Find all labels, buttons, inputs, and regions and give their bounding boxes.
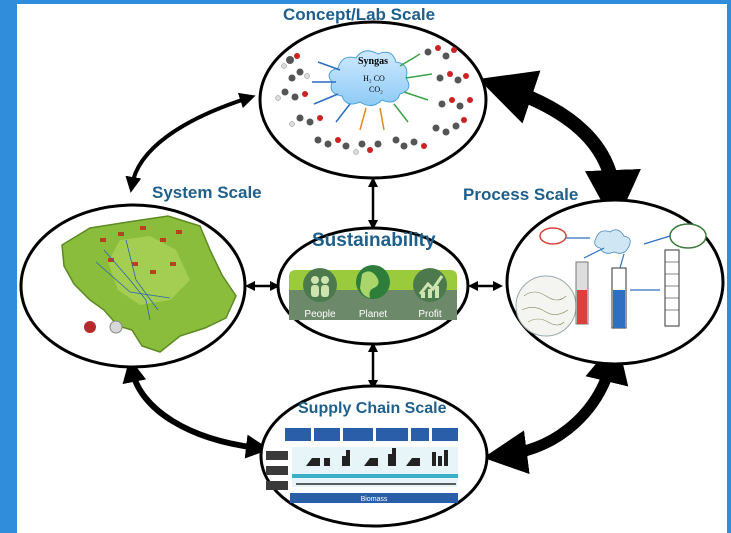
biomass-circle [515, 275, 577, 337]
map-pin-left [84, 321, 96, 333]
pillar-profit: Profit [418, 309, 442, 320]
distillation-column [664, 249, 680, 327]
map-markers [100, 226, 182, 274]
process-scale-label: Process Scale [463, 185, 579, 204]
map-routes [95, 239, 171, 321]
process-node [505, 198, 725, 366]
system-scale-label: System Scale [152, 183, 262, 202]
sustainability-label: Sustainability [312, 230, 436, 251]
people-icon [303, 268, 337, 302]
syngas-formula-1: H₂ CO [363, 74, 385, 83]
process-flow [566, 235, 671, 291]
pillar-people: People [304, 309, 336, 320]
supply-chain-scale-label: Supply Chain Scale [298, 400, 447, 417]
supply-bottom-bar [290, 493, 458, 503]
supply-pipeline-band [292, 447, 458, 487]
map-pin-right [109, 320, 123, 334]
product-tag [669, 223, 707, 249]
top-frame-bar [0, 0, 731, 4]
supply-bottom-label: Biomass [361, 496, 388, 503]
supply-side-tabs [266, 451, 288, 490]
biomass-tag [539, 227, 567, 245]
syngas-cloud [328, 50, 410, 106]
syngas-label: Syngas [358, 56, 388, 67]
sustainability-node: People Planet Profit [276, 226, 470, 346]
reaction-arrows [312, 53, 433, 131]
supply-node: Biomass [259, 384, 489, 528]
concept-node: Syngas H₂ CO CO₂ [258, 20, 488, 180]
molecule-cluster [275, 45, 473, 155]
supply-facilities [306, 448, 448, 466]
arrow-process-supply [483, 338, 629, 475]
system-node [19, 203, 247, 369]
right-frame-bar [727, 0, 731, 533]
arrow-concept-system [125, 92, 256, 193]
concept-scale-label: Concept/Lab Scale [283, 5, 436, 24]
arrow-concept-process [478, 70, 641, 226]
gas-cloud [594, 229, 631, 254]
left-frame-bar [0, 0, 17, 533]
syngas-formula-2: CO₂ [369, 85, 383, 94]
pillar-planet: Planet [359, 309, 388, 320]
arrow-system-supply [122, 358, 270, 459]
supply-stage-headers [285, 428, 458, 441]
